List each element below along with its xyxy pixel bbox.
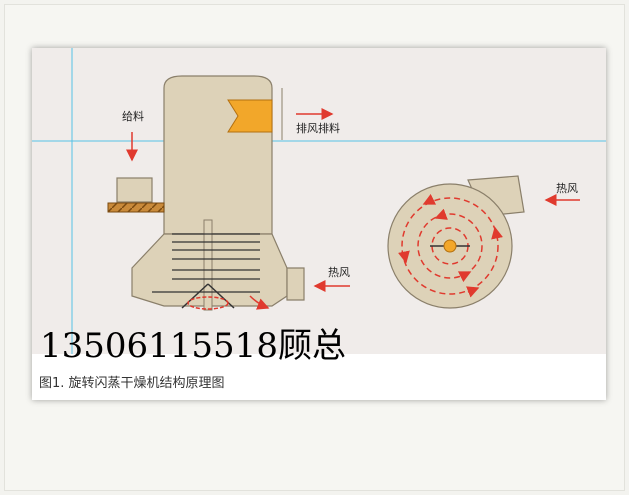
grading-baffles	[152, 233, 260, 293]
blower-hub	[443, 239, 457, 253]
hot-air-blower-label: 热风	[556, 182, 578, 195]
exhaust-label: 排风排料	[296, 121, 340, 135]
feed-label: 给料	[122, 109, 144, 123]
screw-feeder	[107, 202, 165, 213]
feed-hopper	[116, 177, 153, 203]
stirrer-blades	[181, 283, 235, 309]
dryer-diagram: 给料 排风排料 热风	[32, 48, 606, 354]
diagram-card: 给料 排风排料 热风	[32, 48, 606, 400]
stirrer-shaft	[203, 219, 213, 311]
swirl-arrowheads	[398, 193, 503, 298]
photo-frame: 给料 排风排料 热风	[4, 4, 625, 491]
figure-caption: 图1. 旋转闪蒸干燥机结构原理图	[39, 376, 225, 391]
hot-air-inlet	[286, 267, 305, 301]
rotation-indicator	[187, 296, 229, 310]
hot-air-side-label: 热风	[328, 266, 350, 279]
exhaust-outlet	[227, 99, 273, 133]
phone-watermark: 13506115518顾总	[40, 326, 346, 366]
cone-flow-arrow	[249, 295, 270, 310]
